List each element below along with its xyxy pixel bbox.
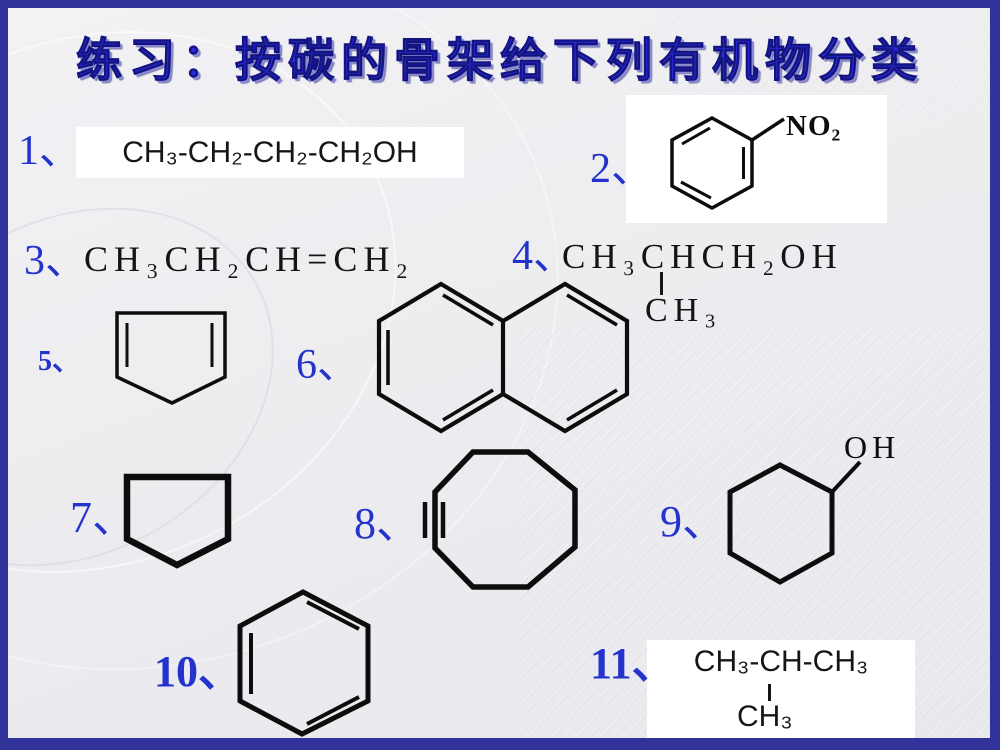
benzene-ring: [237, 589, 371, 737]
benzene-structure: [232, 586, 377, 738]
naphthalene-structure: [375, 280, 632, 435]
cyclopentadiene-ring: [115, 311, 227, 405]
item-5-number: 5、: [38, 346, 81, 377]
item-10-number: 10、: [154, 647, 242, 696]
item-9-number: 9、: [660, 497, 726, 546]
slide-title: 练习：按碳的骨架给下列有机物分类: [76, 34, 924, 87]
item-1-number: 1、: [18, 128, 82, 174]
item-11-branch-bond: [768, 684, 771, 701]
item-3-formula: CH₃CH₂CH=CH₂: [84, 239, 414, 279]
double-bond-lines: [125, 323, 214, 367]
cyclohexanol-structure: OH: [720, 424, 930, 592]
item-4-number: 4、: [512, 233, 576, 279]
double-bond-lines: [680, 126, 745, 200]
item-6-number: 6、: [296, 342, 360, 388]
item-11-number: 11、: [590, 639, 676, 688]
item-11-formula-branch: CH₃: [737, 700, 793, 733]
nitro-group-label: NO₂: [786, 110, 841, 142]
item-4-formula-main: CH₃CHCH₂OH: [562, 237, 843, 276]
item-1-formula-box: CH₃-CH₂-CH₂-CH₂OH: [76, 127, 464, 178]
triple-bond-lines: [422, 502, 446, 538]
item-2-structure-box: NO₂: [626, 95, 887, 223]
item-2-number: 2、: [590, 146, 654, 192]
cyclohexane-ring: [727, 462, 835, 585]
double-bond-lines: [249, 600, 360, 726]
item-11-formula-box: CH₃-CH-CH₃ CH₃: [647, 640, 915, 741]
item-8-number: 8、: [354, 499, 420, 548]
item-3-number: 3、: [24, 238, 88, 284]
left-ring: [376, 281, 506, 434]
hydroxyl-group-label: OH: [844, 429, 900, 465]
item-11-formula-main: CH₃-CH-CH₃: [693, 645, 869, 678]
nitrobenzene-structure: NO₂: [670, 110, 841, 210]
cyclopentane-structure: [120, 470, 235, 570]
item-7-number: 7、: [70, 493, 136, 542]
cyclooctyne-ring: [432, 449, 578, 590]
benzene-ring: [670, 116, 754, 210]
item-4-branch-bond: [660, 272, 663, 295]
cyclopentadiene-structure: [110, 304, 235, 409]
item-1-formula: CH₃-CH₂-CH₂-CH₂OH: [122, 135, 418, 169]
cyclopentane-ring: [123, 473, 232, 569]
double-bond-lines: [386, 293, 618, 422]
cyclooctyne-structure: [418, 442, 586, 597]
hydroxyl-bond: [830, 460, 862, 494]
nitro-bond: [751, 117, 785, 142]
right-ring: [501, 281, 630, 434]
item-4-formula-branch: CH₃: [645, 292, 723, 329]
